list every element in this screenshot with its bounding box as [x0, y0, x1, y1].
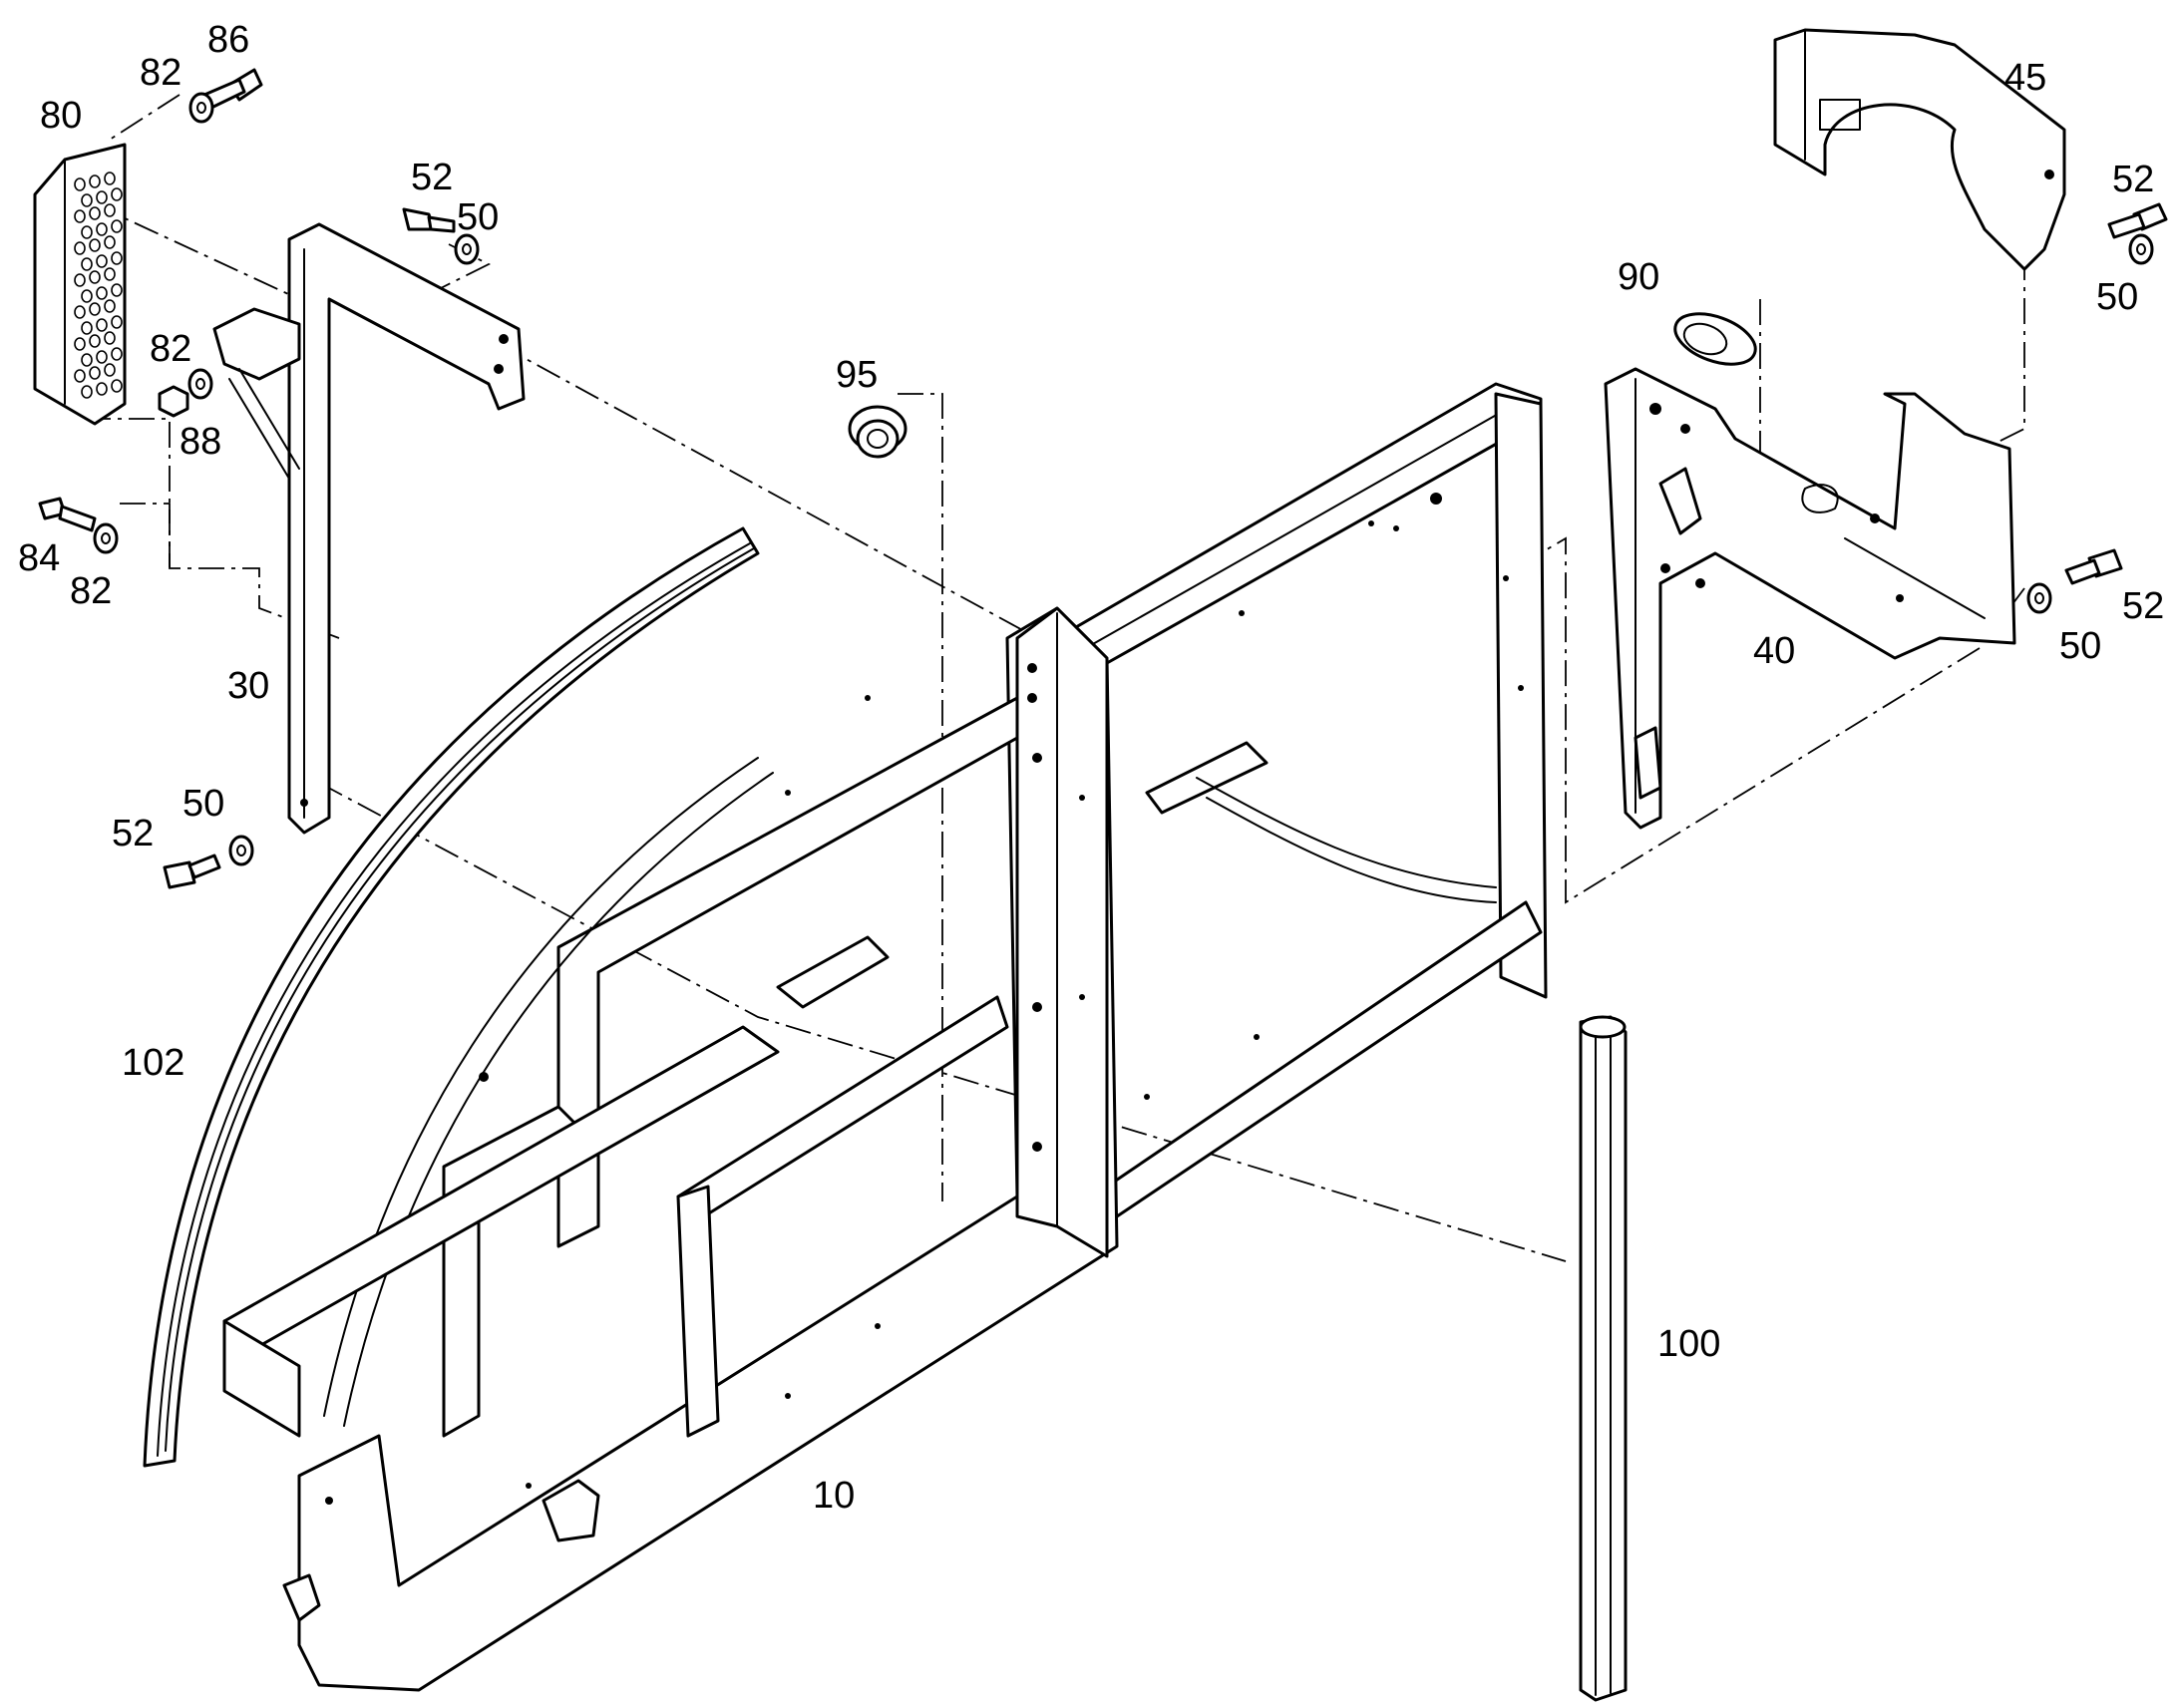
grille-slot	[96, 286, 108, 300]
grille-slot	[104, 331, 116, 345]
grille-slot	[89, 238, 101, 252]
grille-slot	[111, 283, 123, 297]
grille-slot	[89, 366, 101, 380]
callout-84: 84	[18, 537, 60, 579]
grille-slot	[89, 270, 101, 284]
grille-slot	[104, 267, 116, 281]
callout-100: 100	[1657, 1323, 1720, 1365]
grille-slot	[74, 241, 86, 255]
callout-82-top: 82	[140, 52, 182, 94]
callout-40: 40	[1753, 630, 1795, 672]
callout-88: 88	[180, 421, 221, 463]
grille-slot	[74, 273, 86, 287]
callout-90: 90	[1618, 256, 1659, 298]
grille-slot	[89, 302, 101, 316]
callout-30: 30	[227, 665, 269, 707]
grille-slot	[89, 174, 101, 188]
callout-80: 80	[40, 95, 82, 137]
grille-slot	[81, 289, 93, 303]
grille-slot	[96, 382, 108, 396]
grille-slot	[89, 206, 101, 220]
grille-slot	[81, 225, 93, 239]
callout-82-mid: 82	[150, 328, 191, 370]
grille-slot	[81, 193, 93, 207]
assembly-leader-lines	[85, 94, 2025, 1262]
grille-slot	[74, 369, 86, 383]
grille-slot	[111, 379, 123, 393]
grille-slot	[104, 171, 116, 185]
callout-95: 95	[836, 354, 878, 396]
callout-102: 102	[122, 1042, 184, 1084]
callout-52-top-left: 52	[411, 157, 453, 198]
vertical-profile-part-100	[1579, 1015, 1628, 1702]
grille-slot	[111, 347, 123, 361]
grille-slot	[74, 209, 86, 223]
grille-slot	[96, 350, 108, 364]
grille-slot	[89, 334, 101, 348]
top-cover-part-45	[1773, 28, 2066, 271]
fasteners	[38, 68, 2168, 889]
grille-slot	[81, 353, 93, 367]
callout-50-right: 50	[2059, 625, 2101, 667]
callout-86: 86	[207, 19, 249, 61]
callout-10: 10	[813, 1475, 855, 1517]
grille-slot	[111, 251, 123, 265]
grille-slot	[111, 315, 123, 329]
callout-52-low-left: 52	[112, 813, 154, 854]
grille-slot	[96, 254, 108, 268]
callout-45: 45	[2004, 57, 2046, 99]
grille-slot	[74, 337, 86, 351]
grille-slot	[81, 257, 93, 271]
grille-slot	[81, 321, 93, 335]
curved-seal-strip-part-102	[143, 526, 760, 1468]
callout-50-low-left: 50	[182, 783, 224, 825]
grille-panel-part-80	[33, 143, 127, 426]
left-bracket-part-30	[212, 222, 526, 835]
grille-slot	[104, 299, 116, 313]
main-frame-part-10	[222, 382, 1548, 1692]
grille-slot	[104, 203, 116, 217]
callout-50-top-right: 50	[2096, 276, 2138, 318]
grille-slot	[96, 318, 108, 332]
grille-slot	[111, 187, 123, 201]
frame-mounting-holes	[325, 493, 1524, 1505]
grille-slot	[104, 363, 116, 377]
right-plate-part-40	[1604, 367, 2016, 830]
grille-slot	[74, 305, 86, 319]
grille-slot	[96, 222, 108, 236]
grille-slot	[104, 235, 116, 249]
callout-50-top-left: 50	[457, 196, 499, 238]
grille-slot	[111, 219, 123, 233]
callout-82-low: 82	[70, 570, 112, 612]
callout-52-right: 52	[2122, 585, 2164, 627]
grille-slot	[74, 177, 86, 191]
callout-labels: 86 82 80 52 50 82 88 84 82 30 50 52 102 …	[18, 19, 2164, 1517]
grille-slot	[81, 385, 93, 399]
callout-52-top-right: 52	[2112, 159, 2154, 200]
grille-slot	[96, 190, 108, 204]
